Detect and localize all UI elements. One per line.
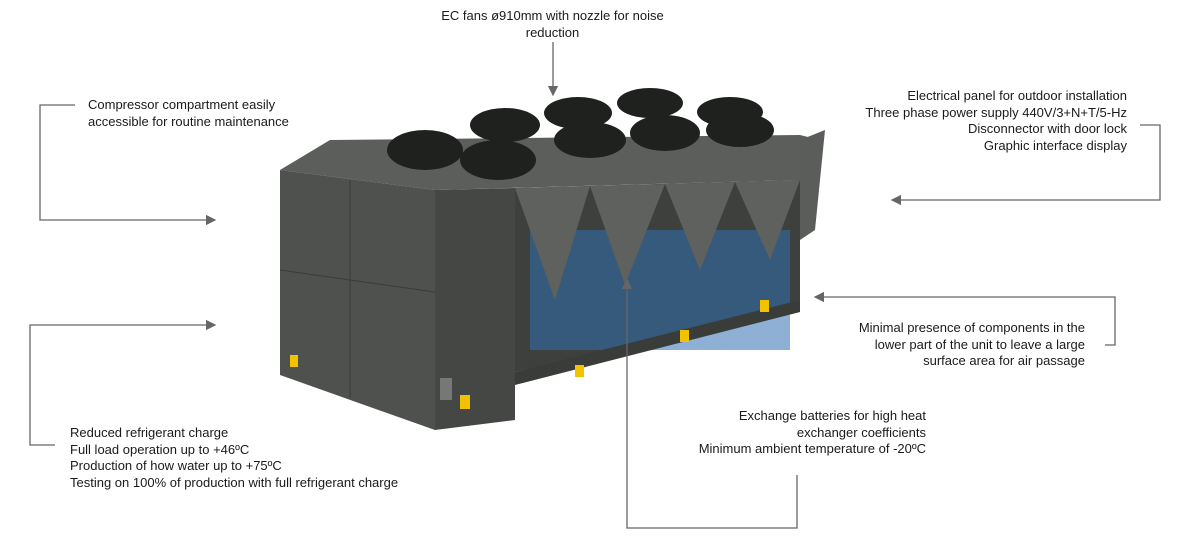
annotation-line: Testing on 100% of production with full … <box>70 474 399 490</box>
annotation-line: Production of how water up to +75ºC <box>70 458 282 473</box>
annotation-line: Electrical panel for outdoor installatio… <box>907 88 1127 103</box>
annotation-compressor: Compressor compartment easily accessible… <box>88 97 289 130</box>
annotation-line: EC fans ø910mm with nozzle for noise <box>441 8 664 23</box>
annotation-line: accessible for routine maintenance <box>88 113 289 129</box>
chiller-unit <box>279 88 825 430</box>
annotation-line: lower part of the unit to leave a large <box>874 336 1085 352</box>
annotation-line: Full load operation up to +46ºC <box>70 441 250 457</box>
annotation-fans: EC fans ø910mm with nozzle for noise red… <box>410 8 695 41</box>
annotation-line: Minimal presence of components in the <box>858 320 1085 335</box>
annotation-line: Compressor compartment easily <box>88 97 276 112</box>
annotation-line: Graphic interface display <box>983 137 1127 153</box>
annotation-line: Exchange batteries for high heat <box>738 408 926 423</box>
coil <box>530 230 790 350</box>
foot <box>460 395 470 409</box>
annotation-line: Three phase power supply 440V/3+N+T/5-Hz <box>865 104 1127 120</box>
annotation-exchange: Exchange batteries for high heat exchang… <box>699 408 926 458</box>
fans <box>387 88 774 180</box>
connector-lines <box>29 42 1161 529</box>
annotation-line: Minimum ambient temperature of -20ºC <box>698 441 926 456</box>
annotation-electrical: Electrical panel for outdoor installatio… <box>865 88 1127 154</box>
annotation-line: surface area for air passage <box>923 353 1085 368</box>
annotation-line: Disconnector with door lock <box>968 121 1127 136</box>
annotation-line: Reduced refrigerant charge <box>70 425 229 440</box>
annotation-refrigerant: Reduced refrigerant charge Full load ope… <box>70 425 398 491</box>
annotation-line: reduction <box>525 24 580 40</box>
annotation-line: exchanger coefficients <box>796 424 926 440</box>
annotation-minimal: Minimal presence of components in the lo… <box>859 320 1085 370</box>
